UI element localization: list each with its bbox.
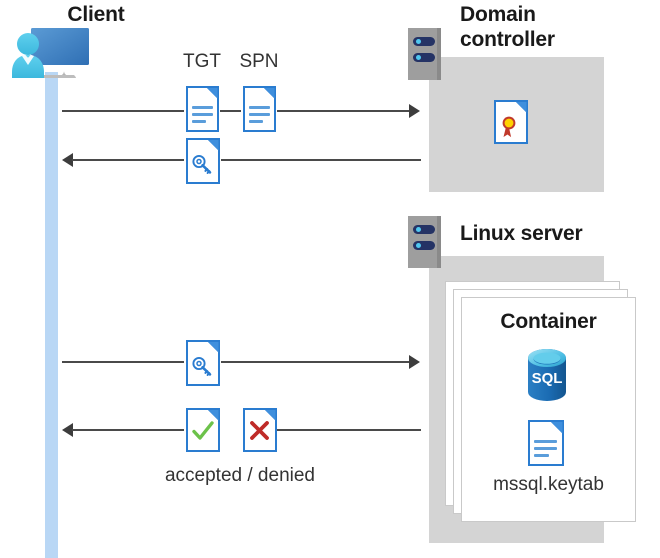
accepted-denied-caption: accepted / denied [164,465,315,486]
client-lifeline [45,72,58,558]
denied-document-icon [243,408,277,452]
keytab-filename-label: mssql.keytab [493,474,604,495]
message-3-line-right [221,361,409,363]
keytab-document-icon [528,420,564,466]
x-icon [247,418,271,442]
domain-controller-label-line1: Domain [460,3,536,26]
denied-fold-inner [264,409,276,421]
certificate-icon [494,100,528,144]
svg-text:SQL: SQL [532,370,563,387]
linux-server-label: Linux server [460,222,583,245]
message-4-arrowhead [62,423,73,437]
ticket-key-fold-inner [207,139,219,151]
service-ticket-key-document-icon [186,340,220,386]
spn-label: SPN [239,51,279,72]
key-icon [191,152,213,174]
container-label: Container [500,310,597,333]
message-3-line-left [62,361,184,363]
message-4-line-right [277,429,421,431]
message-1-arrowhead [409,104,420,118]
client-monitor-user-icon [8,24,118,84]
tgt-document-icon [186,86,219,132]
tgt-label: TGT [183,51,221,72]
domain-controller-label-line2: controller [460,28,555,51]
sql-database-icon: SQL [524,349,570,401]
message-2-arrowhead [62,153,73,167]
message-1-line-mid [220,110,241,112]
accepted-fold-inner [207,409,219,421]
accepted-document-icon [186,408,220,452]
spn-fold-inner [263,87,275,99]
client-label: Client [67,3,125,26]
message-4-line-left [72,429,184,431]
accepted-page [186,408,220,452]
keytab-page [528,420,564,466]
ticket-key-document-icon [186,138,220,184]
service-ticket-key-page [186,340,220,386]
message-1-line-right [277,110,409,112]
linux-server-server-icon [408,216,441,268]
check-icon [190,418,214,442]
message-2-line-left [72,159,184,161]
message-1-line-left [62,110,184,112]
certificate-fold-inner [515,101,527,113]
service-ticket-key-fold-inner [207,341,219,353]
domain-controller-server-icon [408,28,441,80]
tgt-fold-inner [206,87,218,99]
container-card-front[interactable] [461,297,636,522]
message-3-arrowhead [409,355,420,369]
key-icon [191,354,213,376]
certificate-seal-icon [499,112,519,138]
spn-document-icon [243,86,276,132]
message-2-line-right [221,159,421,161]
